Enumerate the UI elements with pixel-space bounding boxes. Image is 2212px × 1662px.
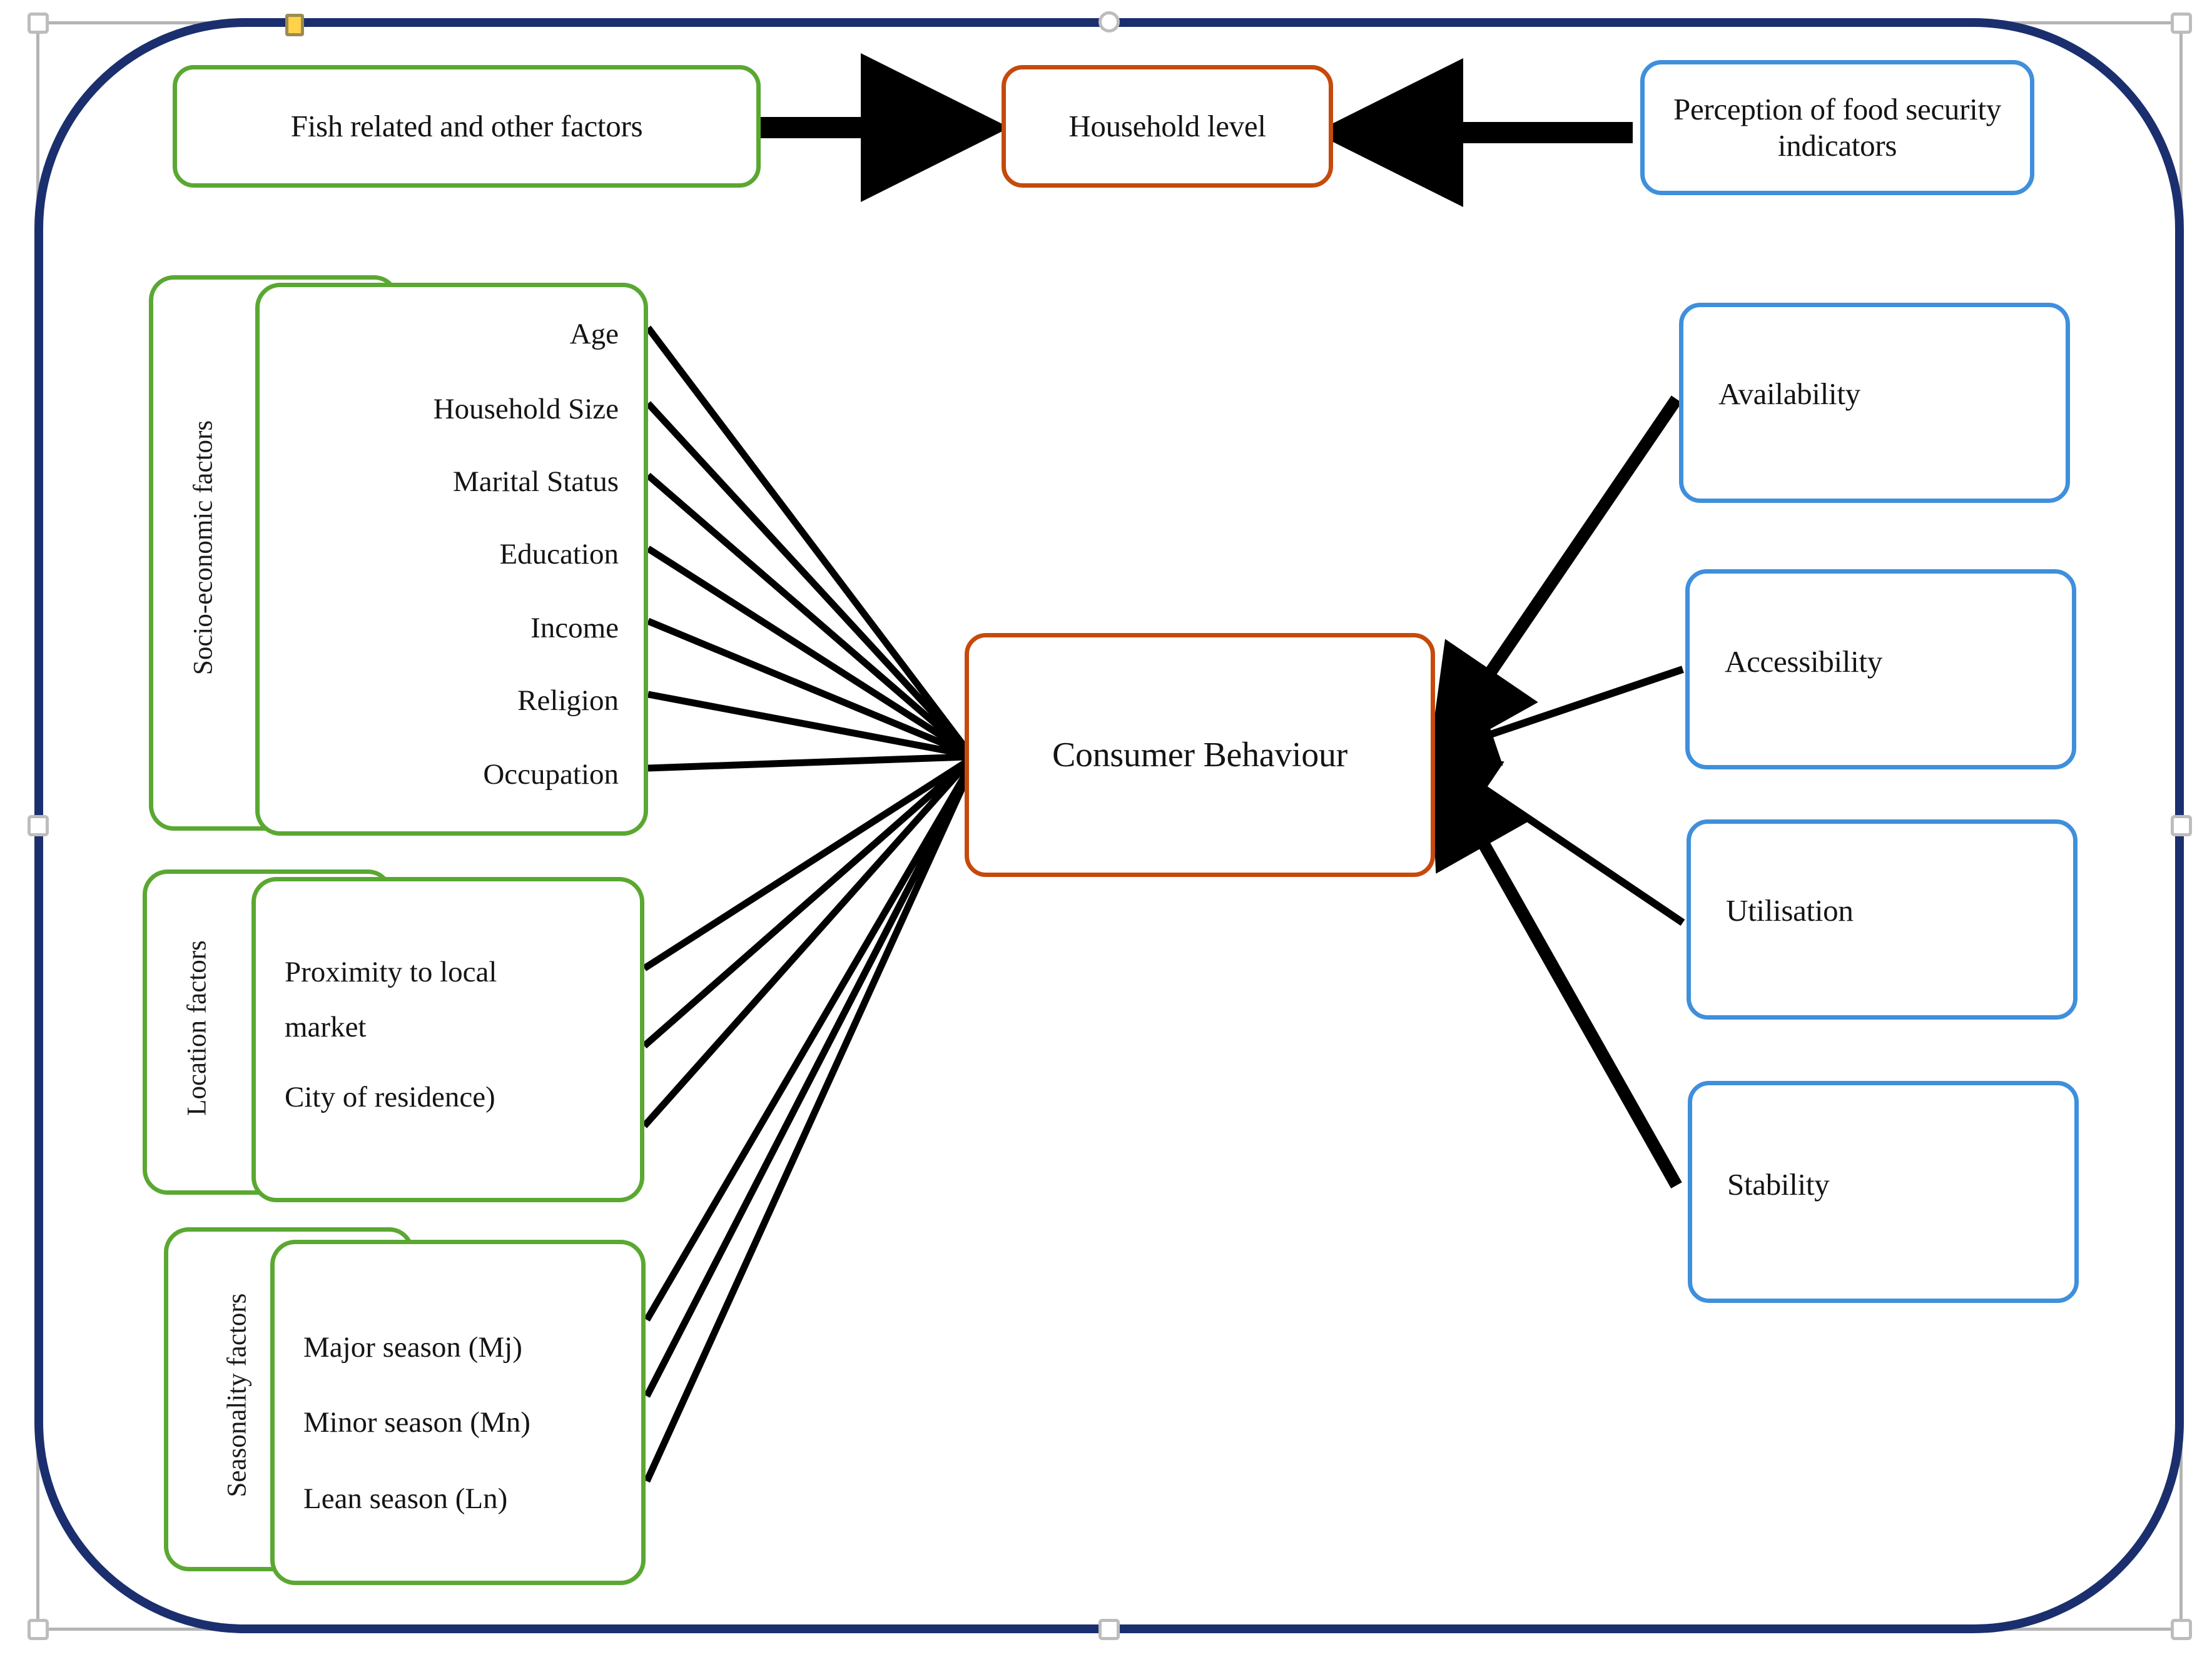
node-indicator-availability-label: Availability <box>1718 377 1860 411</box>
node-indicator-utilisation[interactable]: Utilisation <box>1687 819 2078 1020</box>
group-location-caption: Location factors <box>182 940 212 1116</box>
list-item-text: Major season ( <box>303 1331 479 1364</box>
node-fish-related-factors[interactable]: Fish related and other factors <box>173 65 761 188</box>
list-seasonality[interactable]: Major season (Mj) Minor season (Mn) Lean… <box>270 1240 646 1585</box>
handle-middle-left[interactable] <box>28 815 49 836</box>
node-consumer-behaviour-label: Consumer Behaviour <box>1052 735 1348 774</box>
list-item: Income <box>530 612 619 644</box>
list-item: Proximity to local <box>285 956 497 988</box>
list-item: Age <box>569 318 619 350</box>
handle-middle-right[interactable] <box>2171 815 2192 836</box>
node-indicator-accessibility-label: Accessibility <box>1725 644 1882 679</box>
list-item: Education <box>499 538 619 570</box>
node-household-level-label: Household level <box>1068 109 1266 144</box>
list-item: Religion <box>517 684 619 717</box>
list-item: Lean season (Ln) <box>303 1482 508 1515</box>
list-item: Marital Status <box>453 465 619 498</box>
group-seasonality-caption: Seasonality factors <box>222 1293 252 1497</box>
list-item-tail: ) <box>520 1406 530 1439</box>
list-socio-economic[interactable]: Age Household Size Marital Status Educat… <box>255 283 648 836</box>
group-socio-economic-caption: Socio-economic factors <box>188 420 218 676</box>
handle-top-right[interactable] <box>2171 13 2192 34</box>
list-location[interactable]: Proximity to local market City of reside… <box>251 877 644 1202</box>
node-indicator-accessibility[interactable]: Accessibility <box>1685 569 2076 769</box>
list-item: Occupation <box>483 758 619 791</box>
node-indicator-utilisation-label: Utilisation <box>1726 893 1854 928</box>
handle-top-center[interactable] <box>1098 11 1120 33</box>
list-item: Major season (Mj) <box>303 1330 522 1364</box>
handle-bottom-right[interactable] <box>2171 1619 2192 1640</box>
handle-adjust-yellow[interactable] <box>285 14 304 36</box>
node-fish-related-factors-label: Fish related and other factors <box>290 109 643 144</box>
edges-seasonality <box>643 768 972 1483</box>
node-indicator-stability[interactable]: Stability <box>1688 1081 2079 1303</box>
edges-location <box>641 759 970 1128</box>
node-indicator-availability[interactable]: Availability <box>1679 303 2070 503</box>
list-item: market <box>285 1011 367 1043</box>
node-household-level[interactable]: Household level <box>1002 65 1333 188</box>
list-item-tail: ) <box>512 1331 522 1364</box>
list-item: Minor season (Mn) <box>303 1406 530 1439</box>
handle-bottom-center[interactable] <box>1098 1619 1120 1640</box>
node-indicator-stability-label: Stability <box>1727 1167 1830 1202</box>
list-item: City of residence) <box>285 1081 495 1113</box>
list-item: Household Size <box>433 393 619 425</box>
node-perception-food-security-label: Perception of food security indicators <box>1673 92 2001 163</box>
handle-top-left[interactable] <box>28 13 49 34</box>
handle-bottom-left[interactable] <box>28 1619 49 1640</box>
node-perception-food-security[interactable]: Perception of food security indicators <box>1640 60 2034 195</box>
edges-indicators <box>1428 395 1685 1188</box>
node-consumer-behaviour[interactable]: Consumer Behaviour <box>965 633 1435 877</box>
misspelled-word: Mj <box>478 1331 513 1364</box>
edges-socioeconomic <box>645 325 970 772</box>
list-item-text: Minor season ( <box>303 1406 480 1439</box>
misspelled-word: Mn <box>479 1406 521 1439</box>
